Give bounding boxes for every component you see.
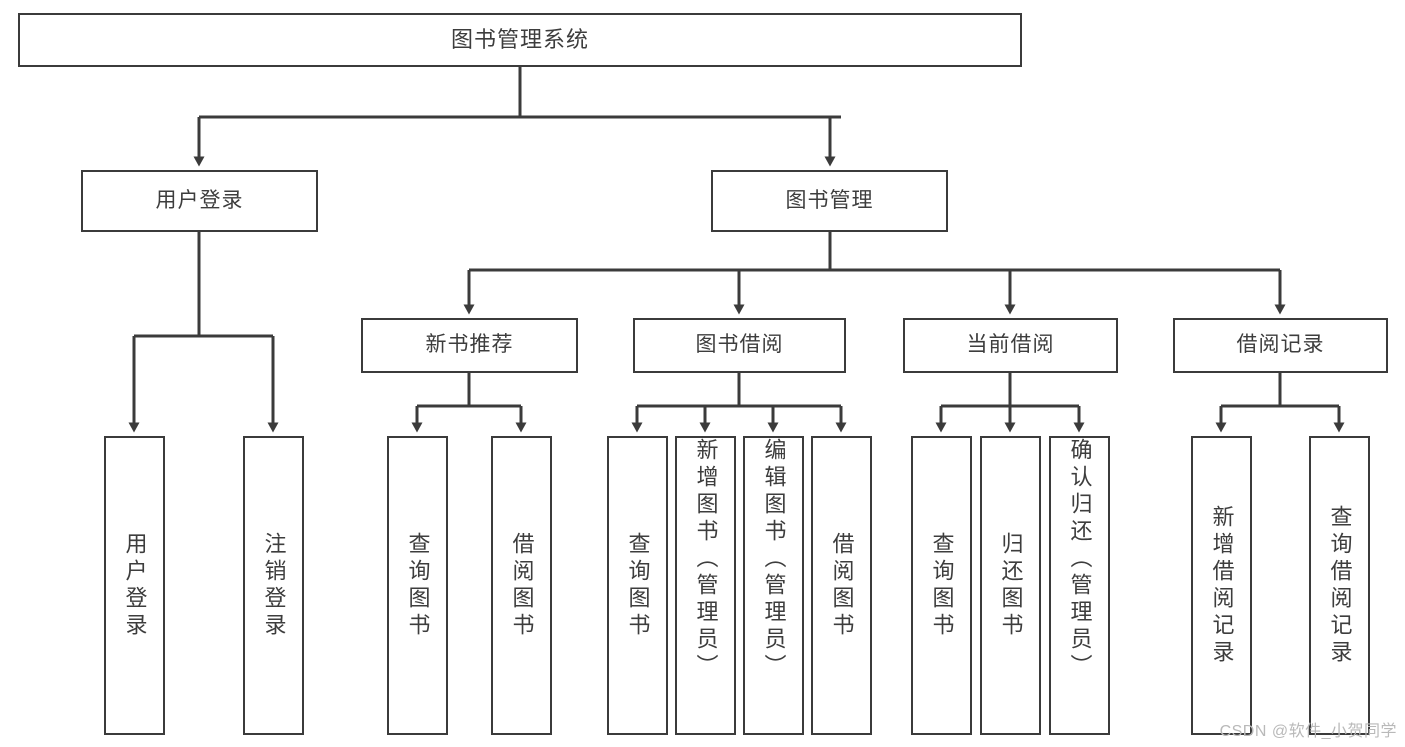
leaf-return-book[interactable]: 归还图书 <box>980 436 1041 735</box>
node-label: 新书推荐 <box>425 333 514 357</box>
leaf-logout[interactable]: 注销登录 <box>243 436 304 735</box>
node-current-borrow[interactable]: 当前借阅 <box>903 318 1118 373</box>
node-label: 注销登录 <box>261 531 287 640</box>
node-label: 查询图书 <box>625 531 651 640</box>
leaf-query-book-borrow[interactable]: 查询图书 <box>607 436 668 735</box>
leaf-query-book-current[interactable]: 查询图书 <box>911 436 972 735</box>
leaf-add-borrow-record[interactable]: 新增借阅记录 <box>1191 436 1252 735</box>
node-label: 归还图书 <box>998 531 1024 640</box>
node-label: 查询图书 <box>929 531 955 640</box>
leaf-query-book-recommend[interactable]: 查询图书 <box>387 436 448 735</box>
node-book-borrow[interactable]: 图书借阅 <box>633 318 846 373</box>
node-label: 查询图书 <box>405 531 431 640</box>
leaf-confirm-return-admin[interactable]: 确认归还（管理员） <box>1049 436 1110 735</box>
node-label: 图书管理系统 <box>450 27 589 53</box>
leaf-query-borrow-record[interactable]: 查询借阅记录 <box>1309 436 1370 735</box>
node-label: 借阅记录 <box>1236 333 1325 357</box>
node-label: 新增借阅记录 <box>1209 504 1235 667</box>
node-label: 图书借阅 <box>695 333 784 357</box>
leaf-borrow-book[interactable]: 借阅图书 <box>811 436 872 735</box>
node-label: 确认归还（管理员） <box>1067 438 1093 681</box>
node-root[interactable]: 图书管理系统 <box>18 13 1022 67</box>
node-label: 图书管理 <box>785 188 874 212</box>
leaf-user-login[interactable]: 用户登录 <box>104 436 165 735</box>
leaf-edit-book-admin[interactable]: 编辑图书（管理员） <box>743 436 804 735</box>
leaf-borrow-book-recommend[interactable]: 借阅图书 <box>491 436 552 735</box>
node-label: 查询借阅记录 <box>1327 504 1353 667</box>
node-label: 借阅图书 <box>829 531 855 640</box>
node-user-login[interactable]: 用户登录 <box>81 170 318 232</box>
node-label: 借阅图书 <box>509 531 535 640</box>
node-label: 用户登录 <box>122 531 148 640</box>
leaf-add-book-admin[interactable]: 新增图书（管理员） <box>675 436 736 735</box>
node-borrow-records[interactable]: 借阅记录 <box>1173 318 1388 373</box>
node-label: 编辑图书（管理员） <box>761 438 787 681</box>
node-label: 新增图书（管理员） <box>693 438 719 681</box>
node-new-book-recommend[interactable]: 新书推荐 <box>361 318 578 373</box>
node-label: 当前借阅 <box>966 333 1055 357</box>
node-book-management[interactable]: 图书管理 <box>711 170 948 232</box>
node-label: 用户登录 <box>155 188 244 212</box>
